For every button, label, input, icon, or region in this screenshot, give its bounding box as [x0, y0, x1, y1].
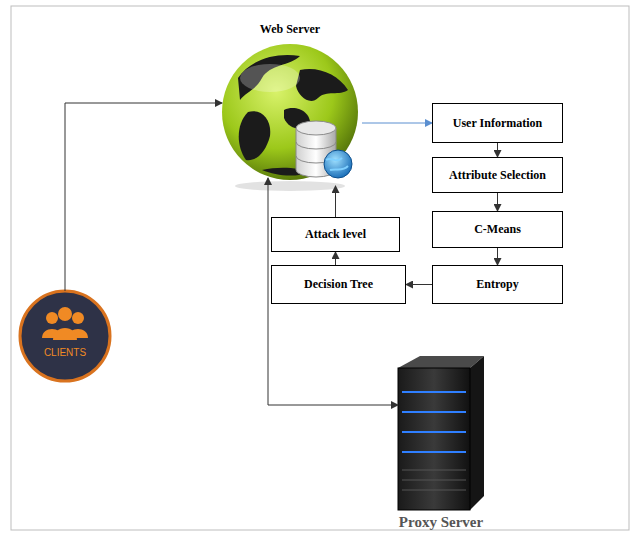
box-label: C-Means — [468, 222, 527, 237]
flow-arrow — [335, 252, 336, 265]
web-server-globe: Web Server — [222, 44, 358, 180]
flow-arrow — [65, 103, 222, 291]
proxy-server-icon: Proxy Server — [398, 356, 484, 512]
node-label: CLIENTS — [44, 347, 86, 358]
process-box: C-Means — [432, 211, 563, 248]
box-label: Attack level — [299, 227, 372, 242]
process-box: Entropy — [432, 265, 563, 304]
process-box: Decision Tree — [271, 265, 406, 304]
flow-arrow — [362, 123, 432, 124]
box-label: Decision Tree — [298, 277, 379, 292]
flow-arrow — [497, 193, 498, 211]
process-box: User Information — [432, 103, 563, 143]
process-box: Attack level — [271, 217, 400, 252]
process-box: Attribute Selection — [432, 157, 563, 193]
box-label: Attribute Selection — [443, 168, 552, 183]
flow-arrow — [406, 284, 432, 285]
clients-circle: CLIENTS — [20, 291, 110, 381]
box-label: User Information — [447, 116, 548, 131]
node-label: Proxy Server — [399, 514, 483, 531]
node-label: Web Server — [260, 22, 320, 37]
flow-arrow — [335, 186, 336, 217]
flow-arrow — [497, 248, 498, 265]
flow-arrow — [497, 143, 498, 157]
box-label: Entropy — [470, 277, 524, 292]
